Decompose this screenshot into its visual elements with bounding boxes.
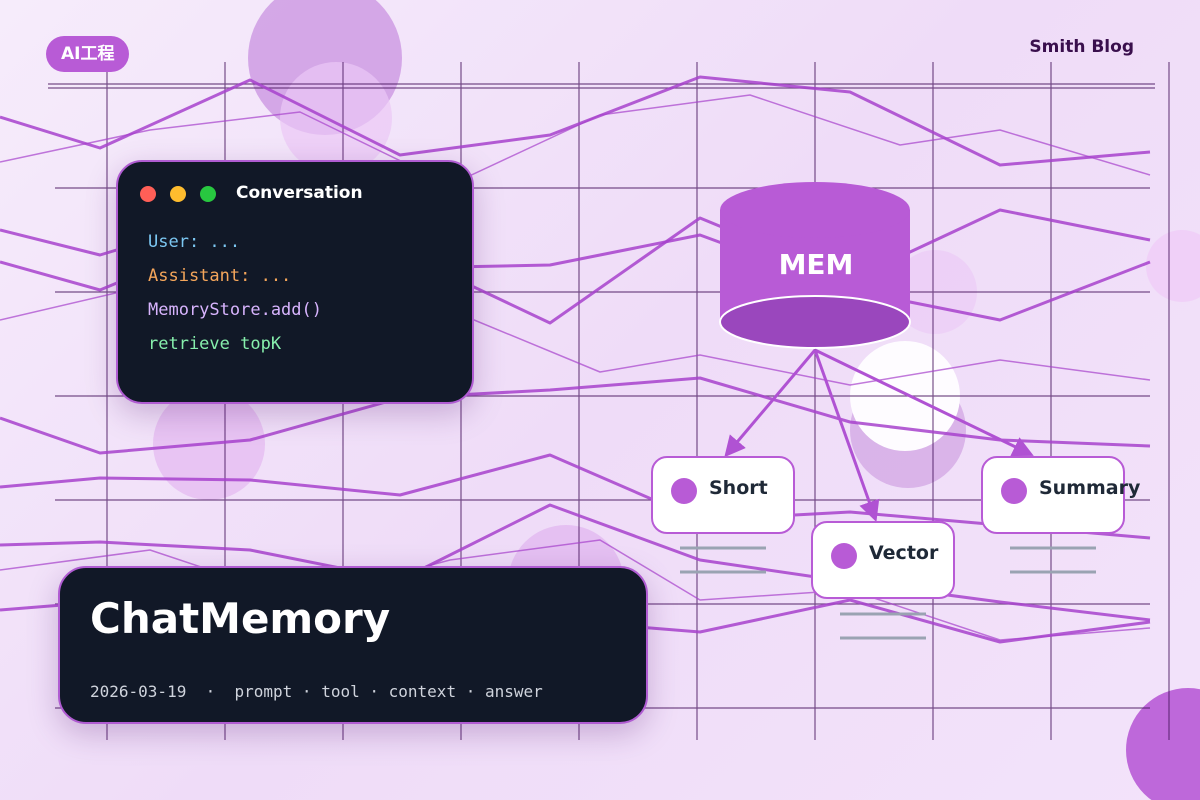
category-tag: AI工程 [46,36,130,72]
code-line-user: User: ... [148,232,241,252]
node-short-label: Short [709,477,768,499]
title-card: ChatMemory 2026-03-19 · prompt · tool · … [58,566,648,724]
connector-arrows [724,348,1034,522]
node-vector-dot-icon [831,543,857,569]
meta-tag: prompt [234,682,293,701]
node-vector: Vector [811,521,955,599]
node-vector-label: Vector [869,542,939,564]
meta-tag: context [388,682,457,701]
code-line-assistant: Assistant: ... [148,266,292,286]
window-minimize-dot-icon [170,186,186,202]
brand-name: Smith Blog [1029,37,1134,57]
code-line-retrieve: retrieve topK [148,334,282,354]
node-summary-dot-icon [1001,478,1027,504]
node-short-dot-icon [671,478,697,504]
node-summary: Summary [981,456,1140,534]
memory-store-label: MEM [778,248,854,281]
window-maximize-dot-icon [200,186,216,202]
article-date: 2026-03-19 [90,682,187,701]
code-line-memory-store: MemoryStore.add() [148,300,322,320]
node-short: Short [651,456,795,534]
window-close-dot-icon [140,186,156,202]
meta-tag: tool [321,682,360,701]
code-window: Conversation User: ... Assistant: ... Me… [116,160,474,404]
article-title: ChatMemory [90,594,391,643]
meta-tag: answer [484,682,543,701]
article-meta: 2026-03-19 · prompt · tool · context · a… [90,682,543,701]
memory-store-cylinder [719,182,911,349]
node-summary-label: Summary [1039,477,1141,499]
code-window-title: Conversation [236,183,363,203]
